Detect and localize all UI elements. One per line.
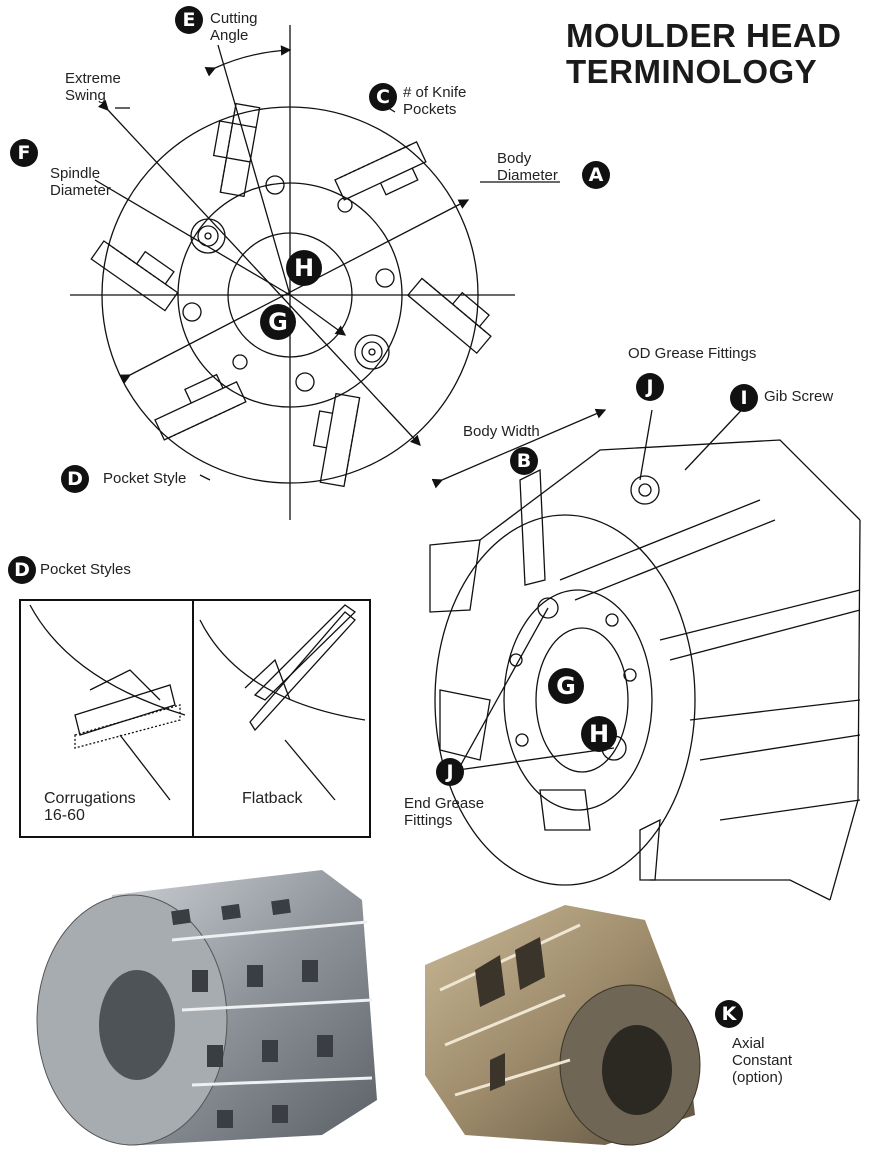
badge-a: A xyxy=(582,161,610,189)
badge-h-iso: H xyxy=(581,716,617,752)
cutter-head-photo-steel xyxy=(22,860,387,1150)
badge-g-top: G xyxy=(260,304,296,340)
label-extreme-swing: Extreme Swing xyxy=(65,70,121,104)
extreme-swing-line xyxy=(97,99,421,446)
knife-pocket xyxy=(90,240,179,312)
title-line-2: TERMINOLOGY xyxy=(566,53,818,90)
label-end-grease: End Grease Fittings xyxy=(404,795,485,829)
badge-i: I xyxy=(730,384,758,412)
end-grease-leader-1 xyxy=(457,607,549,771)
spindle-diameter-line xyxy=(289,294,347,336)
label-gib-screw: Gib Screw xyxy=(764,388,834,405)
badge-g-iso: G xyxy=(548,668,584,704)
end-bore xyxy=(535,627,629,773)
badge-f: F xyxy=(10,139,38,167)
label-corrugations: Corrugations 16-60 xyxy=(44,790,136,824)
badge-b: B xyxy=(510,447,538,475)
title-line-1: MOULDER HEAD xyxy=(566,17,842,54)
knife-pocket xyxy=(212,102,261,198)
badge-j-end: J xyxy=(436,758,464,786)
knife-pocket xyxy=(406,277,492,355)
knife-pocket xyxy=(334,141,427,201)
label-axial-constant: Axial Constant (option) xyxy=(732,1035,793,1086)
badge-e: E xyxy=(175,6,203,34)
label-body-diameter: Body Diameter xyxy=(497,150,558,184)
pocket-styles-box xyxy=(19,599,371,838)
label-knife-pockets: # of Knife Pockets xyxy=(403,84,467,118)
badge-d-styles: D xyxy=(8,556,36,584)
body-diameter-line xyxy=(119,199,470,384)
badge-c: C xyxy=(369,83,397,111)
label-od-grease: OD Grease Fittings xyxy=(628,345,757,362)
badge-d-top: D xyxy=(61,465,89,493)
knife-pocket xyxy=(154,373,247,441)
page-title: MOULDER HEAD TERMINOLOGY xyxy=(566,18,842,90)
label-pocket-styles: Pocket Styles xyxy=(40,561,131,578)
label-pocket-style: Pocket Style xyxy=(103,470,187,487)
spindle-leader xyxy=(94,179,291,296)
end-grease-leader-2 xyxy=(457,747,615,771)
label-spindle-diameter: Spindle Diameter xyxy=(50,165,111,199)
head-isometric-view xyxy=(429,398,861,901)
od-grease-leader xyxy=(639,409,653,481)
badge-h-top: H xyxy=(286,250,322,286)
label-body-width: Body Width xyxy=(463,423,540,440)
cutter-head-photo-bronze xyxy=(405,895,710,1150)
body-width-line xyxy=(431,408,607,489)
end-face xyxy=(434,514,696,886)
badge-k: K xyxy=(715,1000,743,1028)
label-cutting-angle: Cutting Angle xyxy=(210,10,258,44)
head-face-view xyxy=(70,25,560,520)
cutting-angle-arc xyxy=(204,45,292,77)
label-flatback: Flatback xyxy=(242,790,303,807)
badge-j-top: J xyxy=(636,373,664,401)
cutting-angle-line xyxy=(217,44,291,296)
